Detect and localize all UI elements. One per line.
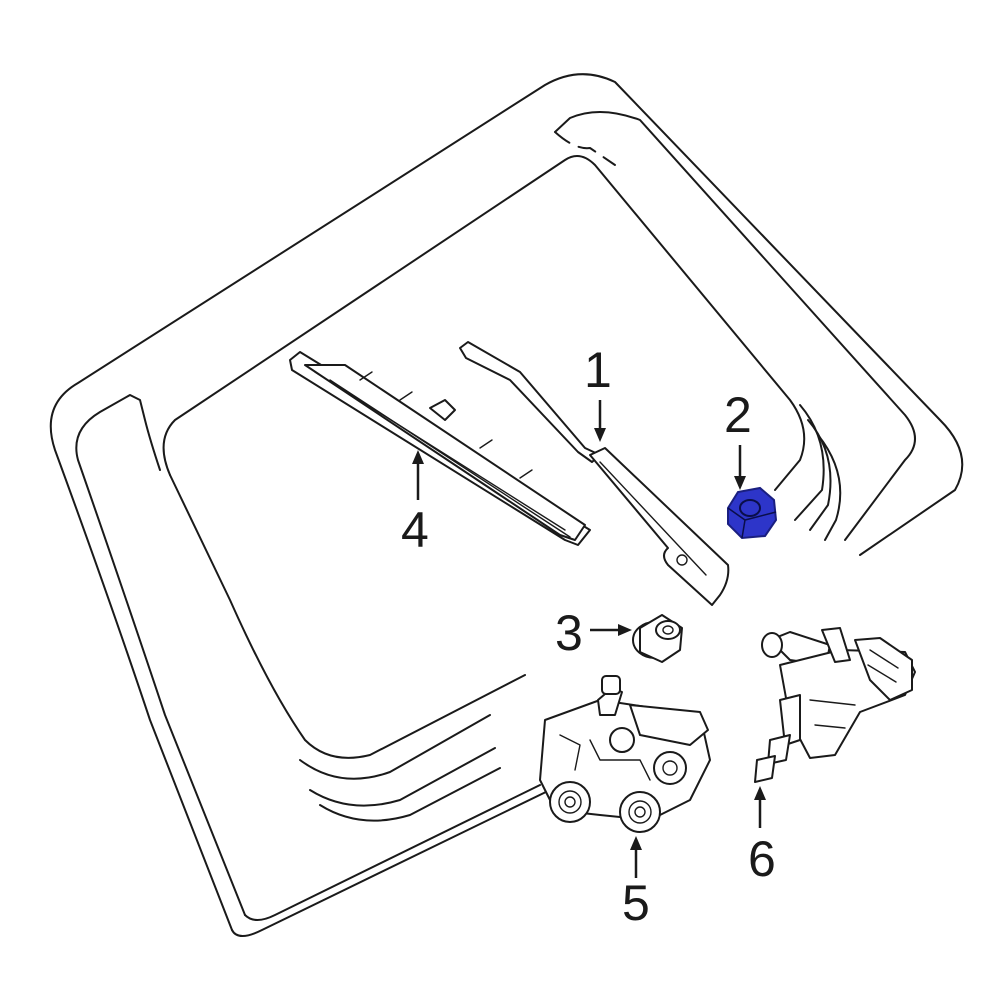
rear-glass-outline bbox=[49, 73, 964, 937]
wiper-blade bbox=[289, 351, 591, 546]
wiper-arm bbox=[459, 341, 730, 606]
nut-highlighted bbox=[727, 486, 778, 540]
callout-arrows bbox=[412, 400, 766, 878]
callout-2: 2 bbox=[724, 387, 752, 443]
callout-4: 4 bbox=[401, 502, 429, 558]
callout-3: 3 bbox=[555, 605, 583, 661]
callout-5: 5 bbox=[622, 875, 650, 931]
callout-1: 1 bbox=[584, 342, 612, 398]
wiper-motor bbox=[539, 675, 711, 833]
wiper-motor-connector bbox=[754, 627, 916, 783]
callout-6: 6 bbox=[748, 831, 776, 887]
grommet bbox=[632, 614, 683, 663]
